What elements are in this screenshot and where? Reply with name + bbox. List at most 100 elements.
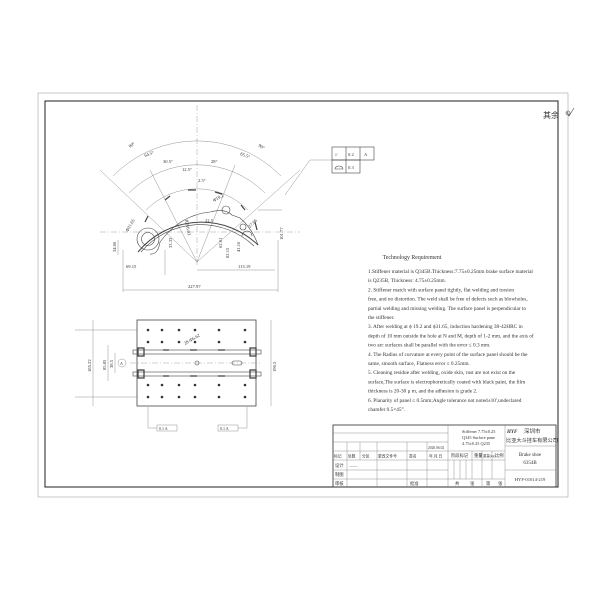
dim-angle-e: 12.5° xyxy=(182,167,192,172)
requirement-line: surface,The surface is electrophoretical… xyxy=(368,378,526,385)
plan-view: A 185.22 85.85 38.5 190.5 28-Φ6.62 0.1 A… xyxy=(75,319,277,432)
dim-33-33: 33.33 xyxy=(168,237,173,248)
rivet-hole xyxy=(193,395,197,399)
dim-27-66: 27.66 xyxy=(247,217,258,228)
label-design: 设计 xyxy=(335,462,344,469)
requirement-line: 4. The Radius of curvature at every poin… xyxy=(368,351,528,358)
rivet-hole xyxy=(146,395,150,399)
rivet-hole xyxy=(177,328,181,332)
dim-angle-c: 30.5° xyxy=(163,159,173,164)
rivet-hole xyxy=(243,328,247,332)
dim-holes: 28-Φ6.62 xyxy=(183,332,201,345)
requirement-line: 2. Stiffener match with surface panel ti… xyxy=(368,286,514,293)
title-block: 2020.06.02 标记处数分区更改文件号签名年.月.日 设计 制图 审核 —… xyxy=(332,424,558,488)
dim-38-5: 38.5 xyxy=(109,359,114,368)
datum-label: A xyxy=(364,152,368,157)
rivet-hole xyxy=(217,395,221,399)
sheet-label: 张 xyxy=(470,480,475,487)
rivet-hole xyxy=(193,383,197,387)
dim-185-22: 185.22 xyxy=(87,359,92,372)
requirement-line: two arc surfaces shall be parallel with … xyxy=(368,342,491,349)
dim-227-97: 227.97 xyxy=(188,284,201,289)
rivet-hole xyxy=(177,395,181,399)
inner-frame xyxy=(44,100,559,488)
dim-113-19: 113.19 xyxy=(238,264,251,269)
dim-angle-b: 65.5° xyxy=(240,151,251,159)
dim-34-06: 34.06 xyxy=(112,241,117,252)
gdt-right: 0.1 A xyxy=(220,426,229,431)
label-approve: 批准 xyxy=(410,480,419,487)
rivet-hole xyxy=(146,383,150,387)
requirement-line: chamfer 0.5×45°. xyxy=(368,406,405,413)
rivet-hole xyxy=(146,328,150,332)
requirement-line: 1.Stiffener material is Q345B.Thickness:… xyxy=(368,268,533,275)
label-drafting: 制图 xyxy=(335,471,344,478)
dim-angle-d: 28° xyxy=(211,159,218,164)
tolerance-frame: // 0.2 A 0.3 xyxy=(284,146,375,196)
material-line: Stiffener 7.75±0.25 xyxy=(462,429,495,434)
revision-header: 分区 xyxy=(362,454,370,459)
rivet-hole xyxy=(177,340,181,344)
rivet-hole xyxy=(177,383,181,387)
roughness-circle-icon xyxy=(565,110,571,116)
stage-header: 阶段标记 xyxy=(451,452,469,459)
dim-82-15: 82.15 xyxy=(225,247,230,258)
material-line: 4.75±0.25 Q235 xyxy=(462,441,490,446)
dim-41-16: 41.16 xyxy=(236,241,241,252)
dim-radius: R216.03 xyxy=(184,219,192,236)
revision-header: 处数 xyxy=(348,454,356,459)
dim-dia-right: Φ19.2 xyxy=(212,192,225,202)
stage-header: 重量 xyxy=(474,452,483,459)
sheet-label: 共 xyxy=(455,480,460,487)
requirement-line: 5. Cleaning residue after welding, oxide… xyxy=(368,369,516,376)
surface-roughness-note: 其余 xyxy=(543,110,559,120)
material-line: Q345 Surface pane xyxy=(462,435,495,440)
company-city: 深圳市 xyxy=(524,427,541,435)
rivet-hole xyxy=(146,340,150,344)
gdt-left: 0.1 A xyxy=(159,426,168,431)
rivet-hole xyxy=(243,383,247,387)
roughness-symbol-icon xyxy=(566,107,575,117)
requirements-title: Technology Requirement xyxy=(383,255,442,261)
requirement-line: thickness is 20-30 μ m, and the adhesion… xyxy=(368,389,477,395)
revision-date: 2020.06.02 xyxy=(428,446,444,450)
requirement-line: the stiffener. xyxy=(368,314,394,321)
rivet-hole xyxy=(217,340,221,344)
rivet-hole xyxy=(243,395,247,399)
part-name: Brake shoe xyxy=(519,453,542,458)
label-review: 审核 xyxy=(335,480,344,487)
rivet-hole xyxy=(160,395,164,399)
dim-angle-a: 64.5° xyxy=(144,150,155,158)
dim-101-77: 101.77 xyxy=(279,227,284,240)
dim-angle-left: 90° xyxy=(128,141,136,149)
datum-a-label: A xyxy=(120,361,123,366)
rivet-hole xyxy=(160,340,164,344)
requirement-line: depth of 10 mm outside the hole at N and… xyxy=(368,332,534,339)
company-name: 比亚大斗挂车有限公司 xyxy=(506,436,558,444)
dim-dia-left: Φ31.65 xyxy=(125,218,137,233)
revision-header: 标记 xyxy=(334,454,342,459)
dim-angle-f: 2.5° xyxy=(198,178,206,183)
requirement-line: partial welding and missing welding. The… xyxy=(368,305,526,312)
stage-header: 比例 xyxy=(495,452,504,459)
requirement-line: same, smooth surface, Flatness error ≤ 0… xyxy=(368,360,470,367)
technology-requirements: Technology Requirement 1.Stiffener mater… xyxy=(368,255,534,413)
rivet-hole xyxy=(160,383,164,387)
requirement-line: is Q235B, Thickness: 4.75±0.25mm. xyxy=(368,278,446,284)
part-number: 6354B xyxy=(523,461,537,466)
sheet-label: 张 xyxy=(498,480,503,487)
rivet-hole xyxy=(217,383,221,387)
tolerance-value: 0.2 xyxy=(348,152,354,157)
parallelism-symbol: // xyxy=(335,152,338,157)
arc-view: 69.15 113.19 227.97 90° 90° 64.5° 65.5° … xyxy=(99,105,301,292)
rivet-hole xyxy=(160,328,164,332)
dim-angle-right: 90° xyxy=(257,143,265,151)
requirement-line: 6. Planarity of panel ≤ 0.5mm;Angle tole… xyxy=(368,397,522,404)
revision-header: 签名 xyxy=(409,454,417,459)
outer-frame xyxy=(37,92,569,498)
tolerance-value: 0.3 xyxy=(348,165,354,170)
requirement-line: free, and no distortion. The weld shall … xyxy=(368,296,528,303)
sheet-label: 第 xyxy=(486,480,491,487)
company-logo: HYF xyxy=(506,430,518,435)
